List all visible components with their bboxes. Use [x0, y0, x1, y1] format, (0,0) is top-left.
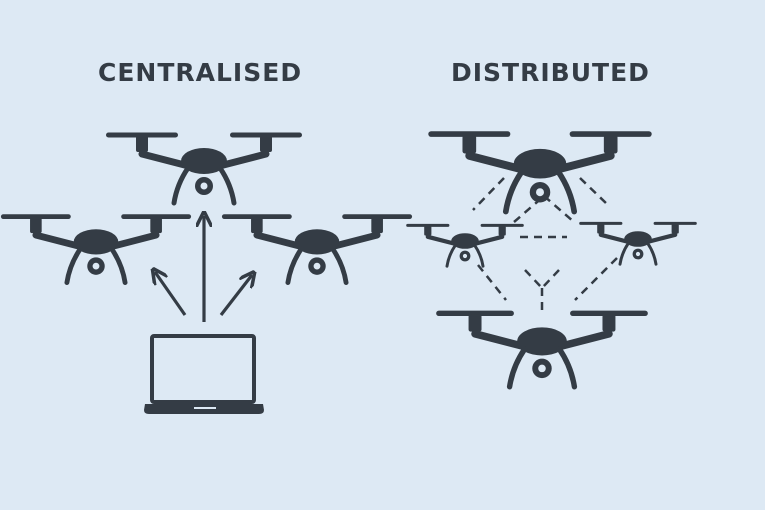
distributed-panel [406, 131, 697, 387]
quadcopter-drone-icon [1, 214, 191, 282]
mesh-links [472, 177, 618, 312]
distributed-title: DISTRIBUTED [451, 58, 650, 87]
laptop-icon [144, 334, 264, 414]
quadcopter-drone-icon [106, 133, 302, 204]
quadcopter-drone-icon [428, 131, 651, 211]
quadcopter-drone-icon [436, 311, 648, 387]
arrow-up-left-icon [155, 272, 187, 316]
quadcopter-drone-icon [222, 214, 412, 282]
centralised-panel [1, 133, 412, 414]
quadcopter-drone-icon [579, 222, 697, 264]
quadcopter-drone-icon [406, 224, 524, 266]
centralised-title: CENTRALISED [98, 58, 303, 87]
arrow-up-right-icon [219, 275, 252, 316]
